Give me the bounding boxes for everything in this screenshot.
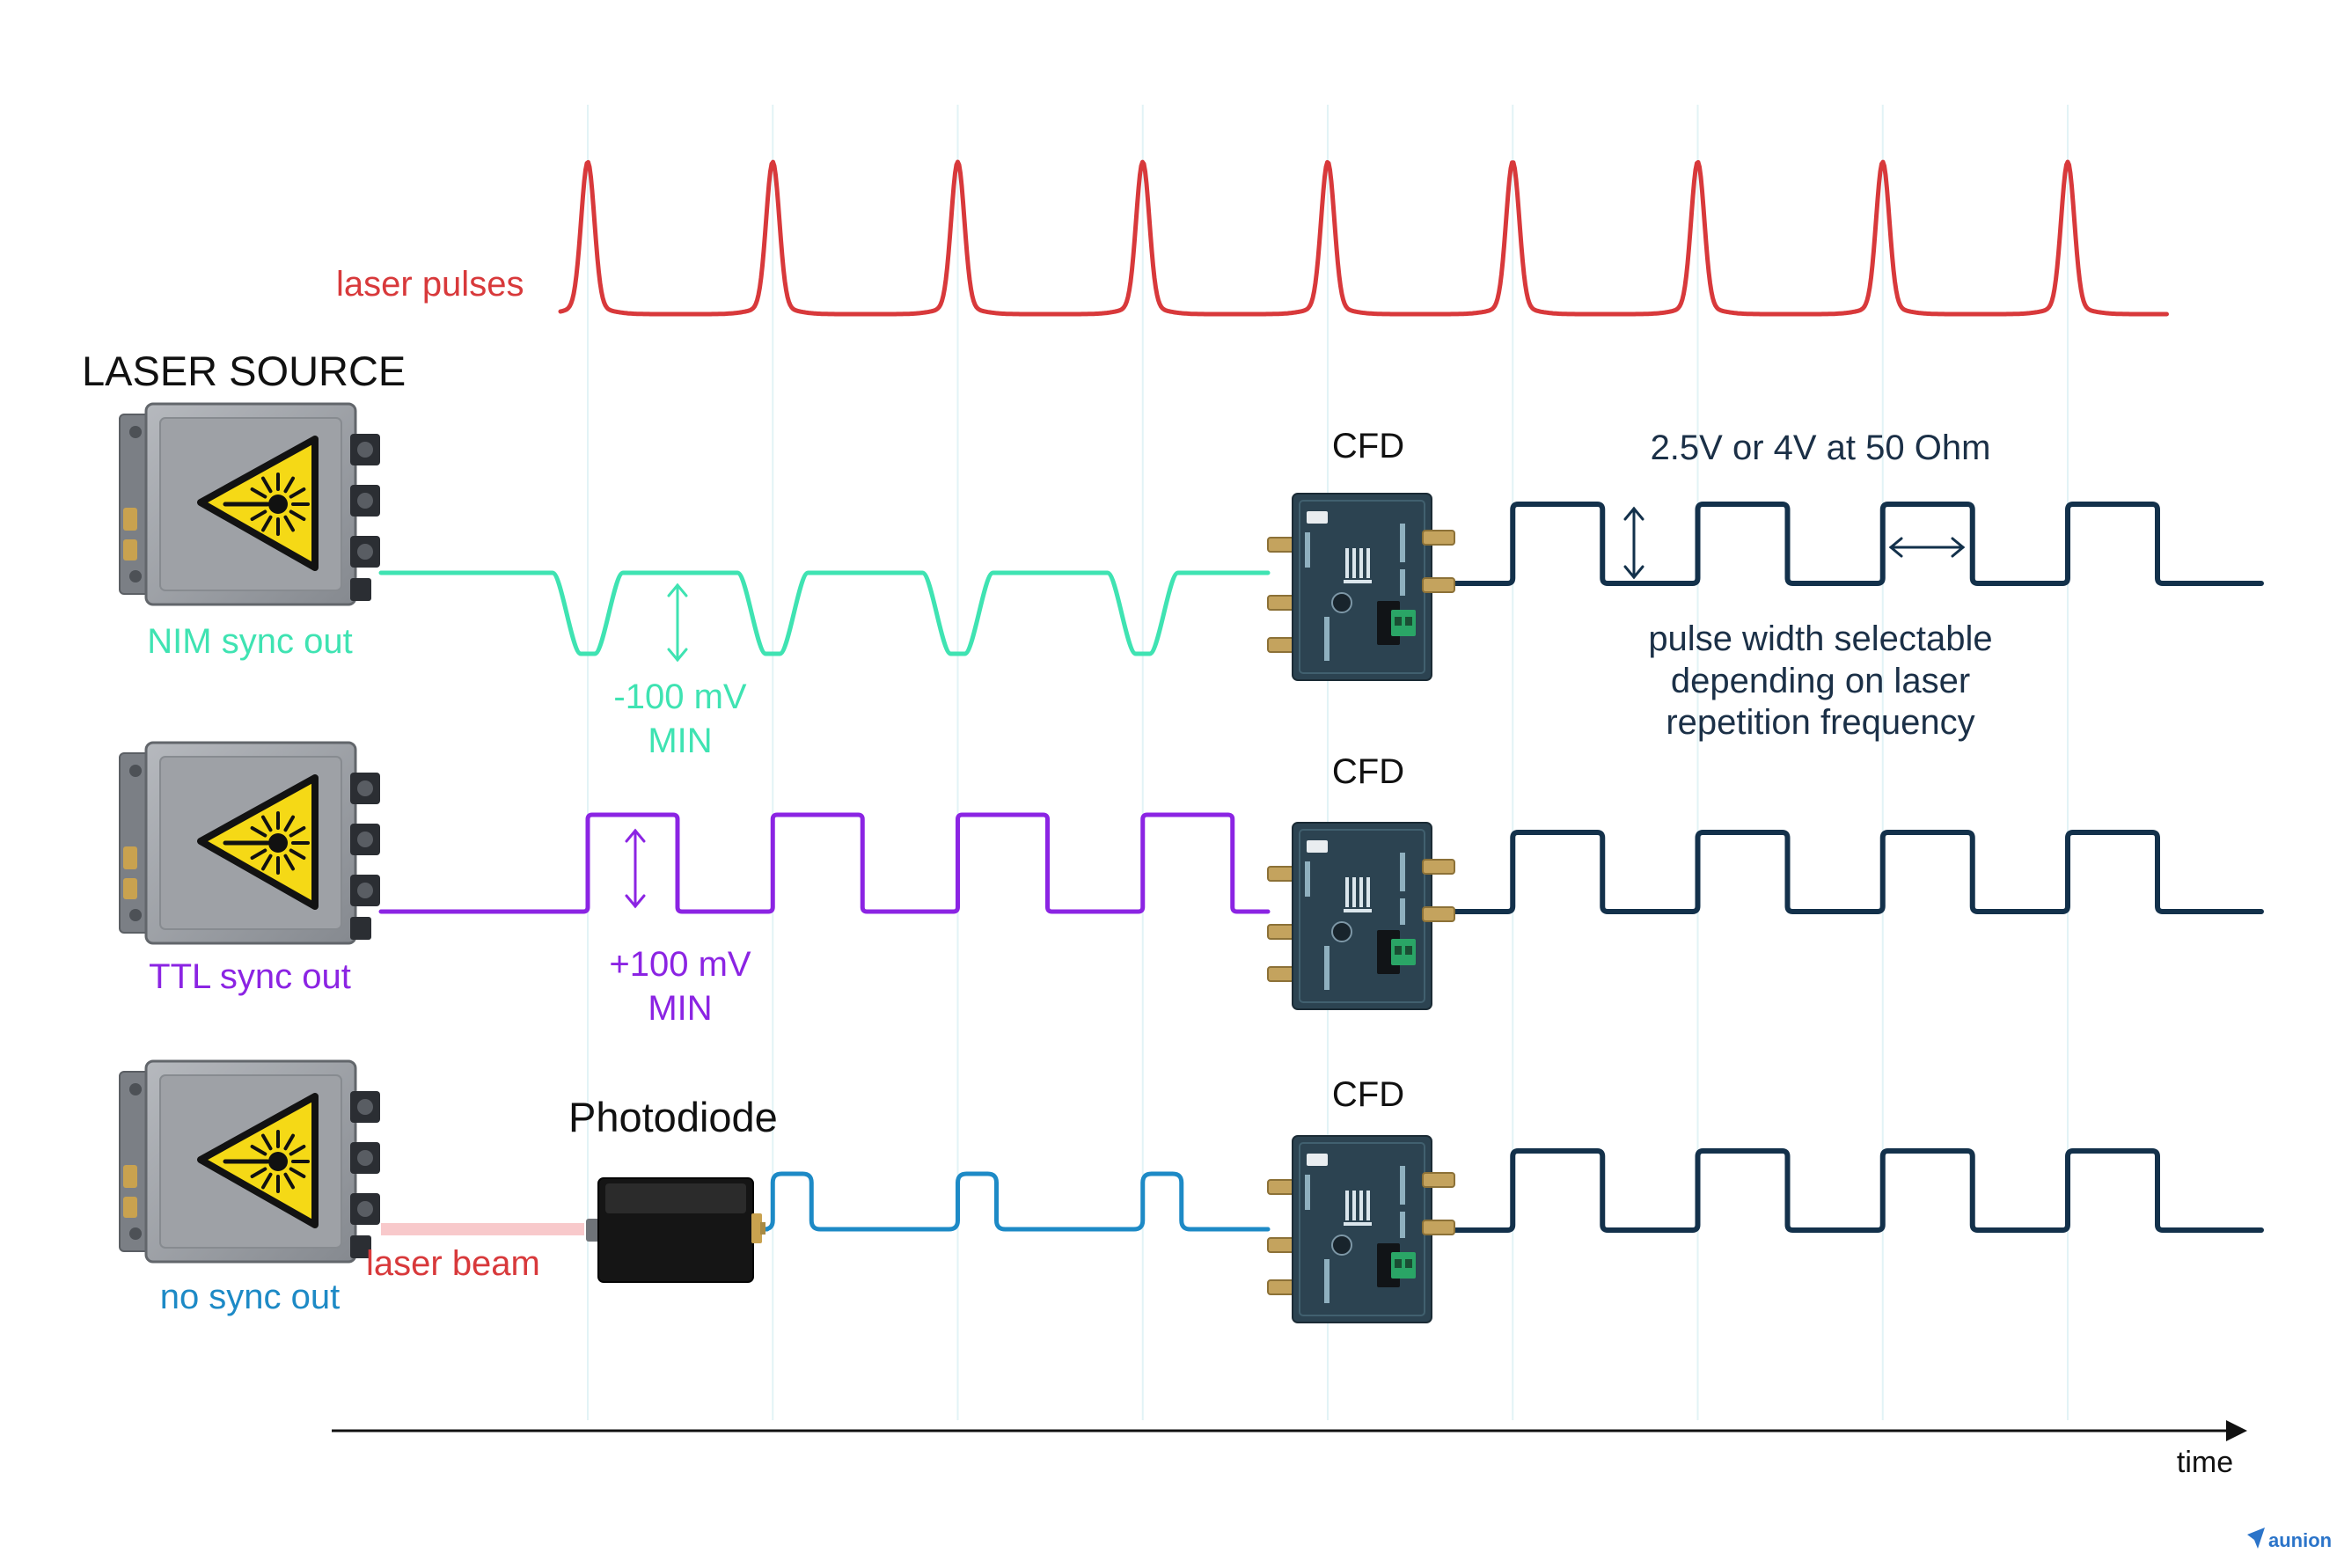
arrow-head-right	[1951, 537, 1966, 558]
time-axis: time	[332, 1420, 2247, 1479]
arrow-head-up	[1623, 506, 1644, 521]
cfd-label: CFD	[1332, 752, 1404, 791]
nim-amplitude-value: -100 mV	[613, 678, 746, 716]
cfd-label: CFD	[1332, 427, 1404, 465]
nim-sync-line	[378, 570, 1271, 656]
laser-source-nim	[120, 404, 380, 604]
laser-source-title: LASER SOURCE	[82, 348, 406, 394]
no-sync-out-label: no sync out	[160, 1278, 341, 1316]
ttl-amplitude-arrow	[625, 828, 646, 909]
nim-sync-out-label: NIM sync out	[147, 622, 352, 661]
cfd-module-nim	[1267, 493, 1455, 681]
pulse-width-label-line: repetition frequency	[1666, 703, 1974, 742]
laser-source-no-sync	[120, 1061, 380, 1262]
photodiode	[585, 1177, 766, 1283]
cfd-module-photodiode	[1267, 1135, 1455, 1323]
time-grid	[587, 105, 2069, 1420]
paper-plane-icon	[2247, 1528, 2265, 1549]
cfd-label: CFD	[1332, 1075, 1404, 1114]
arrow-head-up	[667, 583, 688, 597]
time-axis-arrowhead	[2226, 1420, 2247, 1441]
waveforms	[378, 159, 2264, 1233]
ttl-sync-out-label: TTL sync out	[149, 957, 351, 996]
photodiode-label: Photodiode	[568, 1094, 778, 1140]
cfd-module-ttl	[1267, 822, 1455, 1010]
ttl-amplitude-value: +100 mV	[609, 945, 751, 984]
nim-amplitude-arrow	[667, 583, 688, 663]
pulse-width-label-line: depending on laser	[1671, 662, 1970, 700]
cfd-output-line	[1452, 1148, 2264, 1233]
watermark-text: aunion	[2268, 1529, 2332, 1551]
laser-pulses-line	[558, 159, 2169, 317]
arrow-head-down	[1623, 565, 1644, 580]
pulse-width-label-line: pulse width selectable	[1648, 619, 1992, 658]
cfd-output-line	[1452, 502, 2264, 586]
laser-source-ttl	[120, 743, 380, 943]
cfd-amplitude-label: 2.5V or 4V at 50 Ohm	[1651, 429, 1991, 467]
ttl-sync-line	[378, 812, 1271, 914]
arrow-head-left	[1888, 537, 1903, 558]
photodiode-signal-line	[761, 1171, 1271, 1232]
watermark-logo: aunion	[2247, 1528, 2332, 1551]
laser-beam-label: laser beam	[366, 1244, 540, 1283]
nim-amplitude-min: MIN	[648, 722, 712, 760]
ttl-amplitude-min: MIN	[648, 989, 712, 1028]
cfd-output-line	[1452, 830, 2264, 914]
pulse-width-arrow	[1888, 537, 1966, 558]
cfd-amplitude-arrow	[1623, 506, 1644, 580]
arrow-head-up	[625, 828, 646, 843]
arrow-head-down	[667, 648, 688, 663]
laser-pulses-label: laser pulses	[336, 265, 524, 304]
arrow-head-down	[625, 894, 646, 909]
time-axis-label: time	[2177, 1446, 2233, 1479]
